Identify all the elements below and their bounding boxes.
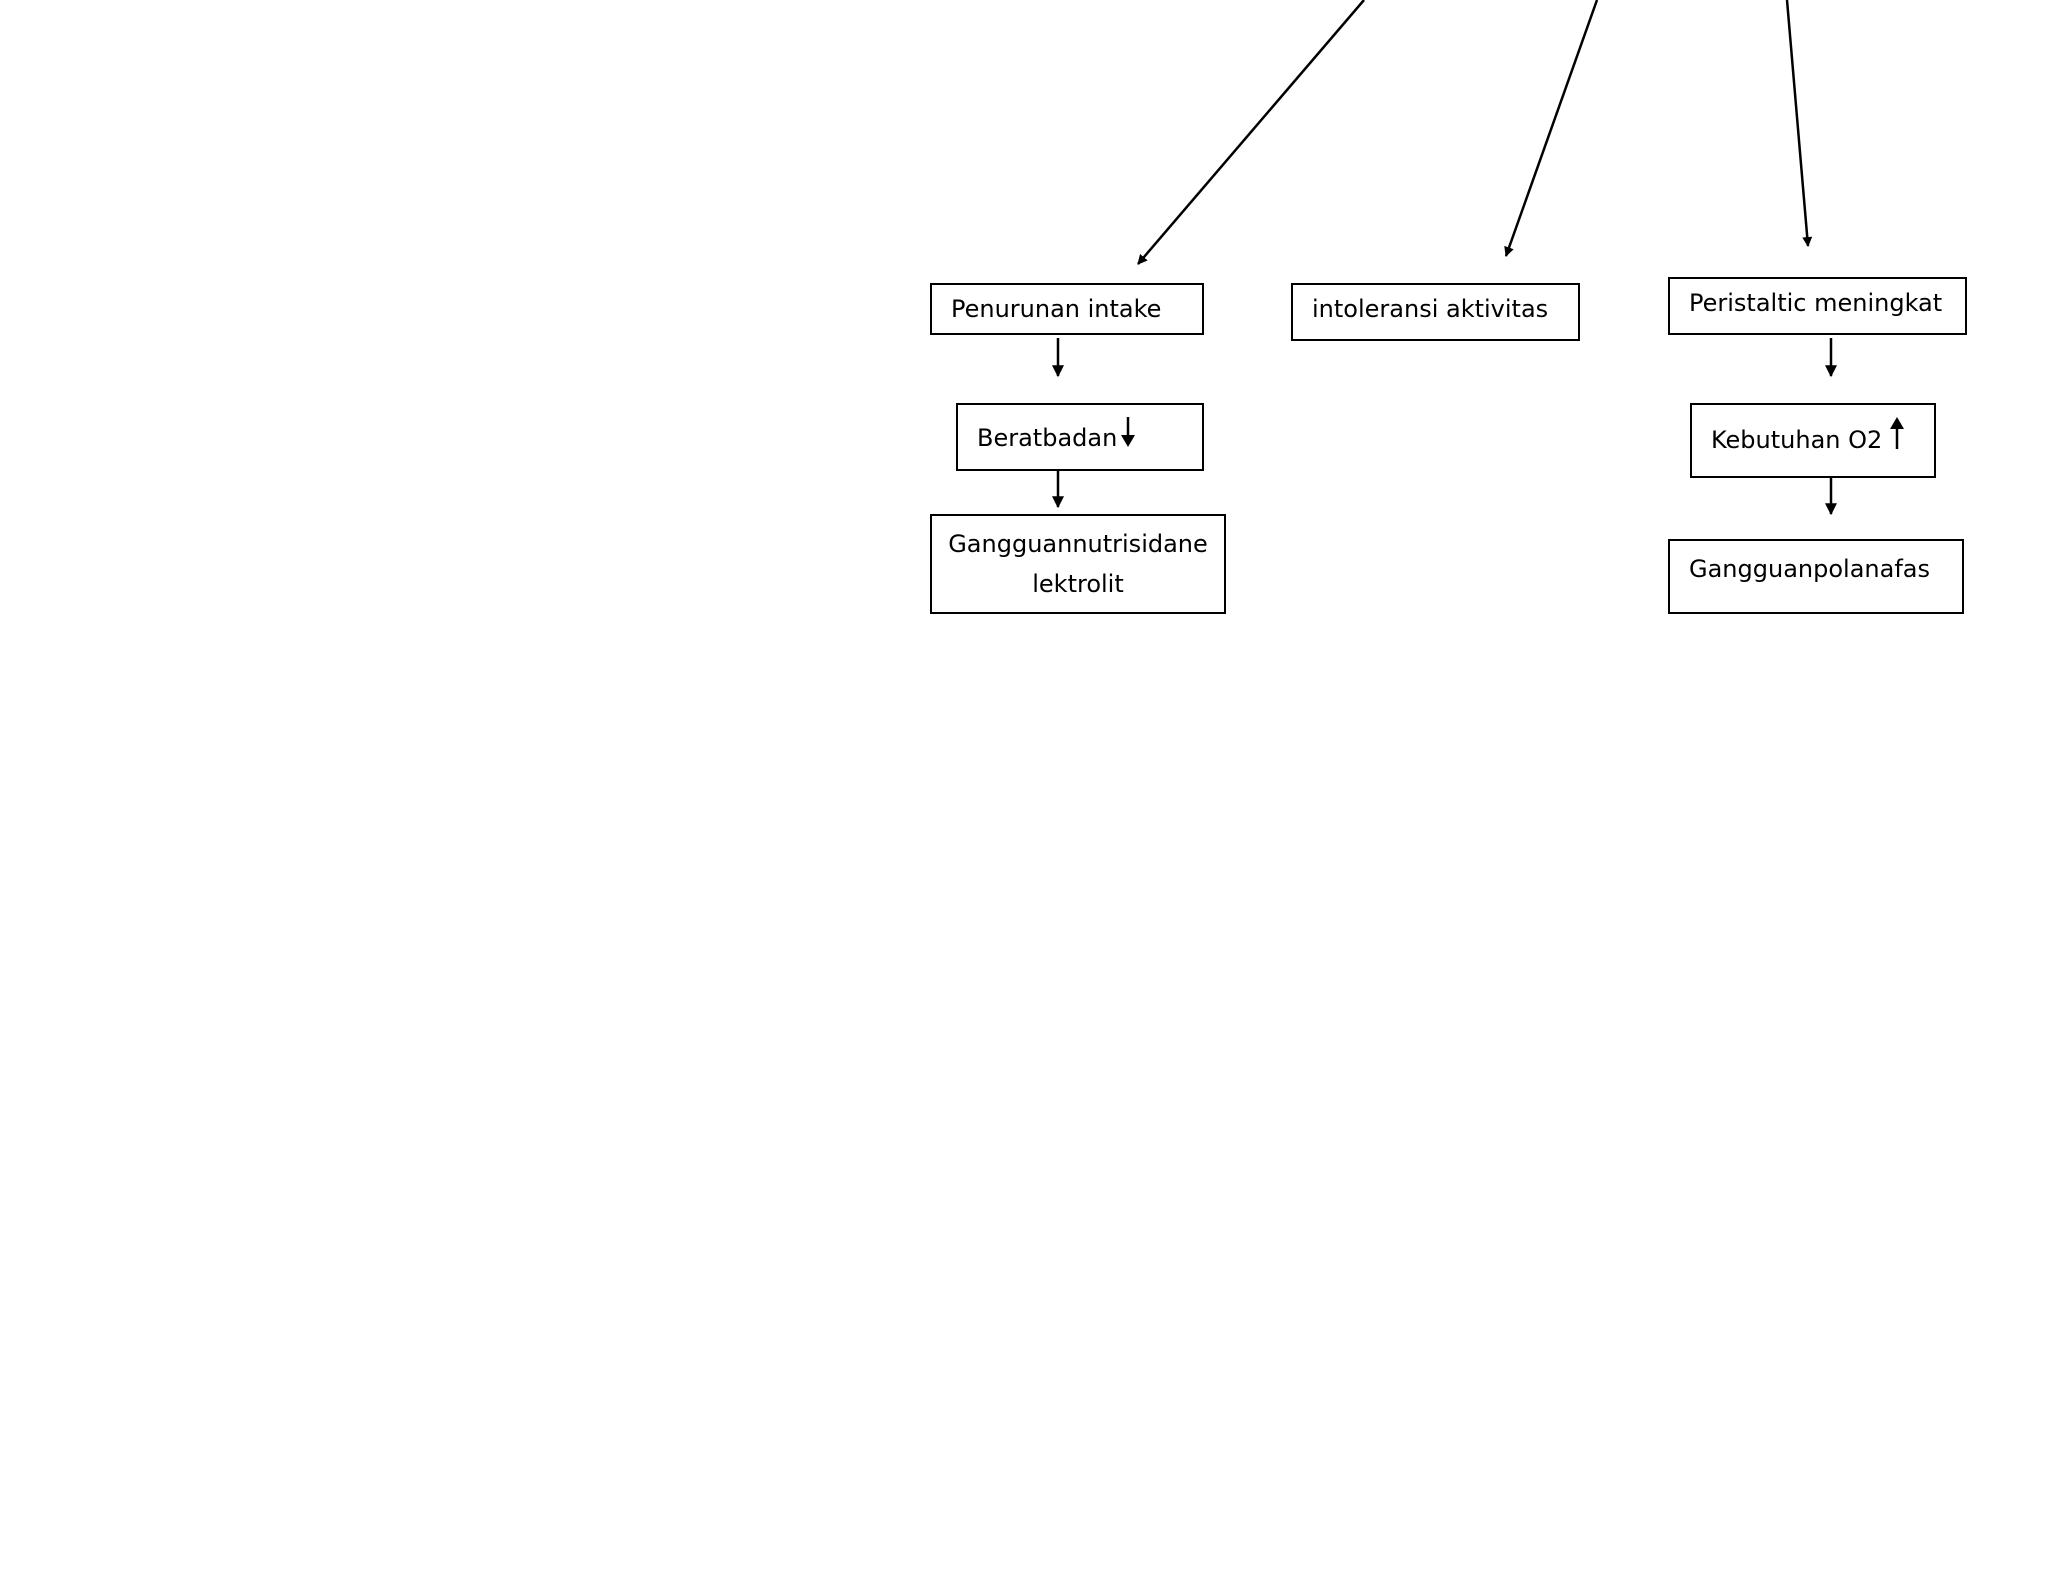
arrow-to-penurunan-intake bbox=[1137, 0, 1365, 265]
decrease-arrow-icon bbox=[1121, 417, 1135, 447]
increase-arrow-icon bbox=[1890, 417, 1904, 449]
node-gangguan-nutrisi: Gangguannutrisidane lektrolit bbox=[930, 514, 1226, 614]
node-intoleransi-aktivitas: intoleransi aktivitas bbox=[1291, 283, 1580, 341]
node-gangguan-nutrisi-line-2: lektrolit bbox=[1032, 570, 1124, 598]
node-peristaltic-meningkat-label: Peristaltic meningkat bbox=[1689, 289, 1943, 317]
arrow-to-intoleransi-aktivitas bbox=[1504, 0, 1599, 257]
node-intoleransi-aktivitas-label: intoleransi aktivitas bbox=[1312, 295, 1549, 323]
node-gangguan-nutrisi-label: Gangguannutrisidane lektrolit bbox=[932, 524, 1224, 604]
node-gangguan-pola-nafas: Gangguanpolanafas bbox=[1668, 539, 1964, 614]
node-penurunan-intake: Penurunan intake bbox=[930, 283, 1204, 335]
node-berat-badan: Beratbadan bbox=[956, 403, 1204, 471]
node-berat-badan-label: Beratbadan bbox=[977, 424, 1118, 452]
node-gangguan-pola-nafas-label: Gangguanpolanafas bbox=[1689, 555, 1930, 583]
node-penurunan-intake-label: Penurunan intake bbox=[951, 295, 1162, 323]
node-peristaltic-meningkat: Peristaltic meningkat bbox=[1668, 277, 1967, 335]
node-gangguan-nutrisi-line-1: Gangguannutrisidane bbox=[948, 530, 1208, 558]
node-kebutuhan-o2: Kebutuhan O2 bbox=[1690, 403, 1936, 478]
arrow-to-peristaltic-meningkat bbox=[1785, 0, 1813, 247]
node-kebutuhan-o2-label: Kebutuhan O2 bbox=[1711, 426, 1883, 454]
